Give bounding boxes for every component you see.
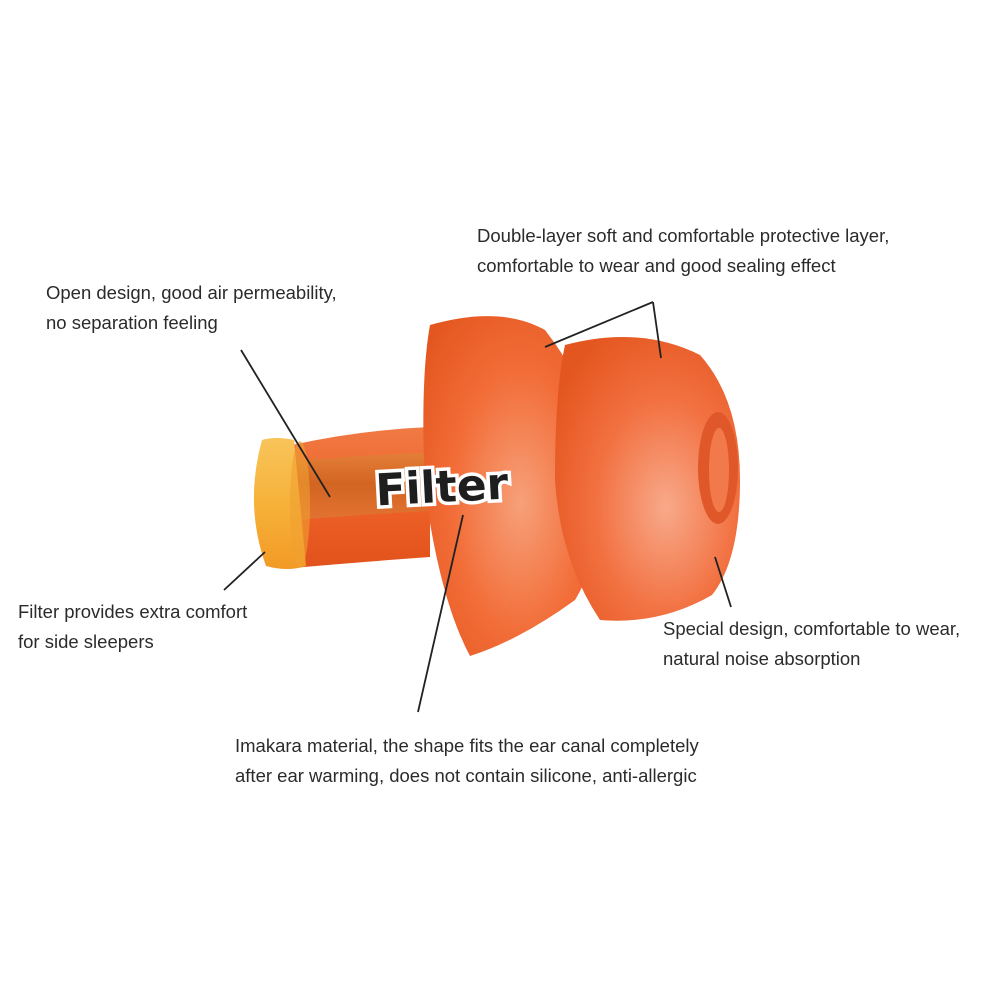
callout-line: no separation feeling [46, 312, 218, 333]
leader-line-filter-comfort [223, 551, 266, 591]
filter-cap [253, 438, 310, 569]
callout-filter-comfort: Filter provides extra comfort for side s… [18, 597, 247, 657]
callout-line: Imakara material, the shape fits the ear… [235, 735, 699, 756]
filter-label: Filter [374, 459, 510, 517]
callout-line: Special design, comfortable to wear, [663, 618, 961, 639]
outer-dome [555, 337, 740, 621]
leader-line-special-design [714, 556, 732, 608]
callout-line: comfortable to wear and good sealing eff… [477, 255, 836, 276]
callout-line: Open design, good air permeability, [46, 282, 337, 303]
leader-line-material [417, 514, 464, 713]
callout-line: Double-layer soft and comfortable protec… [477, 225, 890, 246]
leader-lines [223, 301, 732, 713]
leader-line-double-layer-b [652, 301, 662, 359]
callout-line: Filter provides extra comfort [18, 601, 248, 622]
callout-special-design: Special design, comfortable to wear, nat… [663, 614, 960, 674]
leader-line-open-design [240, 349, 331, 498]
leader-line-double-layer-a [544, 301, 654, 348]
callout-line: natural noise absorption [663, 648, 861, 669]
inner-flange [423, 316, 600, 656]
callout-open-design: Open design, good air permeability, no s… [46, 278, 337, 338]
callout-double-layer: Double-layer soft and comfortable protec… [477, 221, 889, 281]
callout-line: after ear warming, does not contain sili… [235, 765, 697, 786]
callout-material: Imakara material, the shape fits the ear… [235, 731, 699, 791]
callout-line: for side sleepers [18, 631, 154, 652]
